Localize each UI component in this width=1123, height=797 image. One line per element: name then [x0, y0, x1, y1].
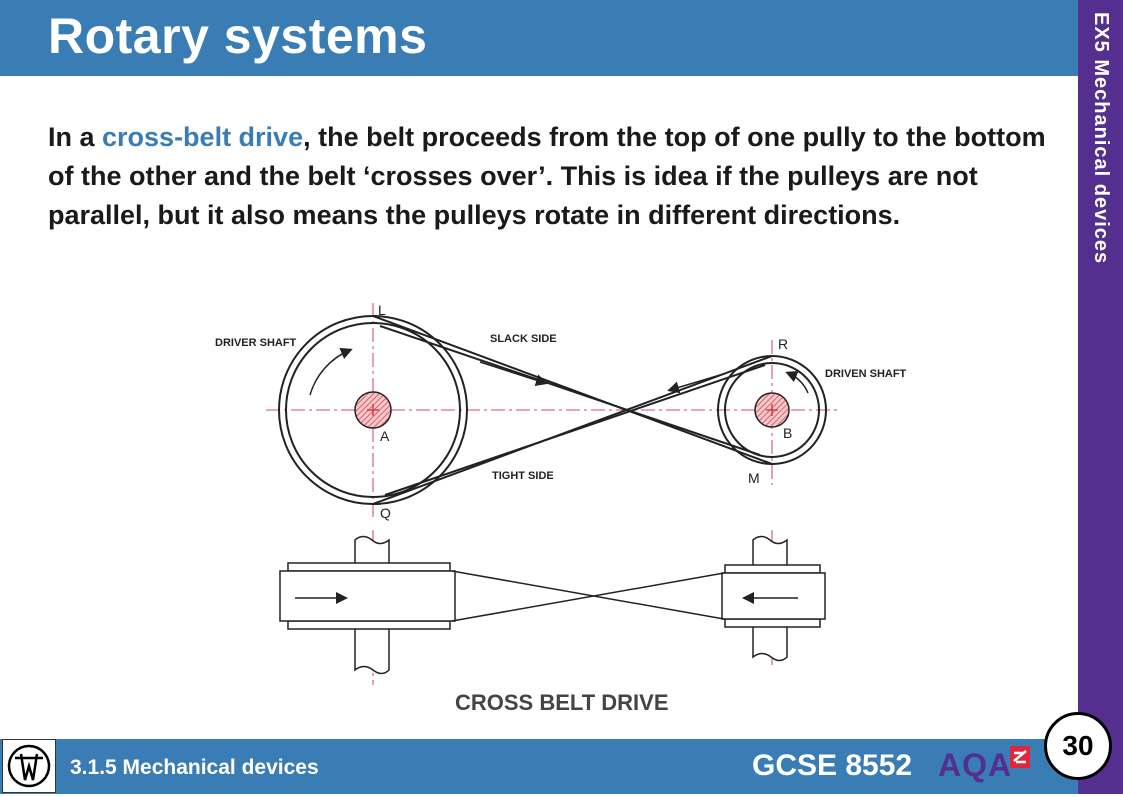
- page-number: 30: [1044, 712, 1112, 780]
- title-bar: [0, 0, 1078, 76]
- cross-belt-diagram: DRIVER SHAFT SLACK SIDE TIGHT SIDE DRIVE…: [215, 302, 907, 685]
- intro-text-start: In a: [48, 122, 103, 152]
- label-slack-side: SLACK SIDE: [490, 333, 557, 345]
- aqa-logo: AQA: [938, 747, 1013, 783]
- school-logo: [2, 739, 56, 793]
- aqa-mark-icon: [1010, 746, 1030, 768]
- side-bar: [1078, 0, 1123, 794]
- driven-rotation-arrow: [785, 371, 809, 394]
- footer-topic: 3.1.5 Mechanical devices: [70, 756, 319, 779]
- label-point-m: M: [748, 470, 760, 486]
- footer-bar: [0, 739, 1078, 794]
- crossed-belt: [372, 315, 773, 505]
- page-title: Rotary systems: [48, 8, 428, 64]
- section-label: EX5 Mechanical devices: [1090, 12, 1112, 265]
- highlight-term: cross-belt drive: [102, 122, 304, 152]
- diagram-caption: CROSS BELT DRIVE: [455, 690, 669, 715]
- intro-text-end: , the belt proceeds from the top of one …: [48, 122, 1046, 230]
- tight-arrow: [667, 374, 721, 394]
- label-point-q: Q: [380, 505, 391, 521]
- footer-course: GCSE 8552: [752, 749, 913, 782]
- slack-arrow: [479, 361, 548, 386]
- side-view-pulleys: [279, 562, 826, 630]
- label-driven-shaft: DRIVEN SHAFT: [825, 368, 907, 380]
- label-driver-shaft: DRIVER SHAFT: [215, 337, 297, 349]
- label-point-r: R: [778, 336, 788, 352]
- label-point-b: B: [783, 425, 792, 441]
- label-point-a: A: [380, 428, 390, 444]
- driver-rotation-arrow: [309, 347, 353, 396]
- label-tight-side: TIGHT SIDE: [492, 470, 554, 482]
- logo-emblem-icon: [7, 744, 51, 788]
- label-point-l: L: [378, 302, 386, 318]
- body-paragraph: In a cross-belt drive, the belt proceeds…: [48, 118, 1048, 235]
- side-view-belt: [451, 570, 725, 622]
